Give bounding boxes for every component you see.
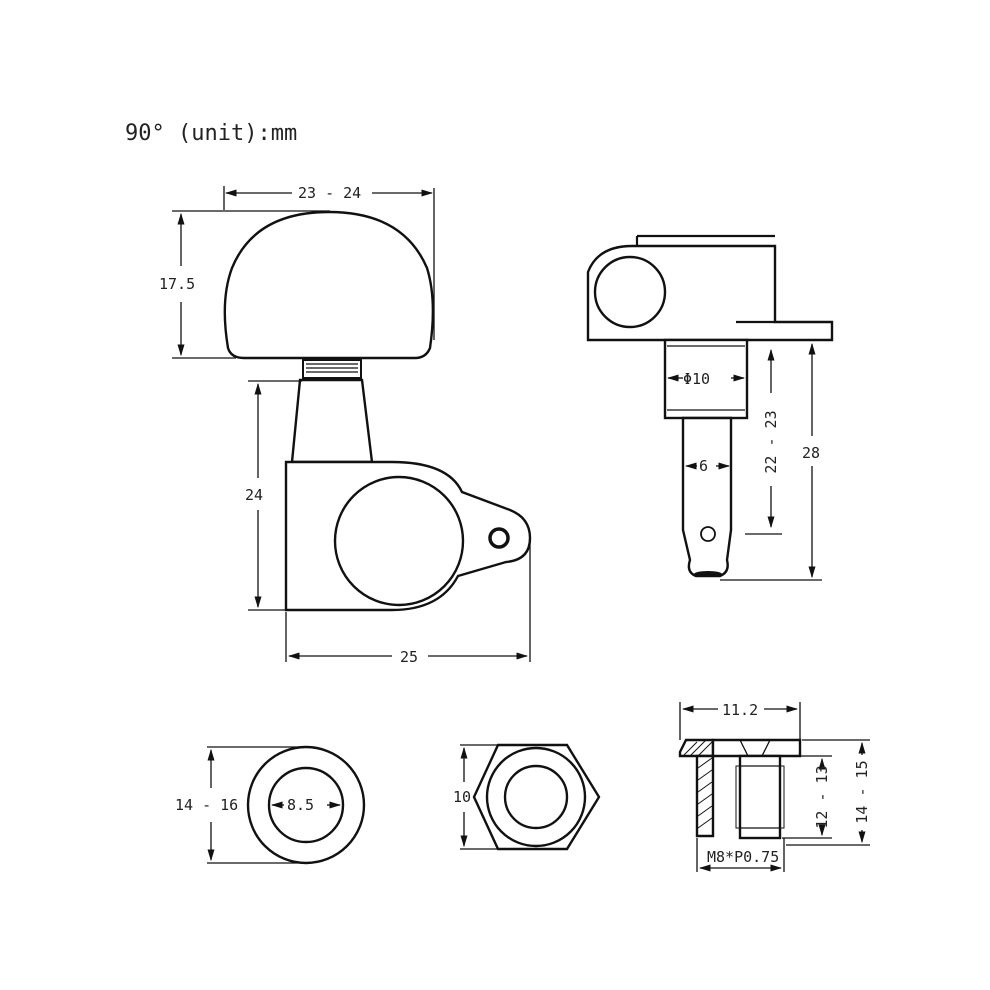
dim-knob-height: 17.5 xyxy=(159,275,195,293)
dim-post-diameter: Φ10 xyxy=(683,370,710,388)
dim-bushing-length-b: 14 - 15 xyxy=(853,760,871,823)
dim-washer-outer: 14 - 16 xyxy=(175,796,238,814)
side-gear-circle xyxy=(593,255,667,329)
gear-cover xyxy=(333,475,465,607)
dim-shaft-diameter: 6 xyxy=(699,457,708,475)
washer-view: 14 - 16 8.5 xyxy=(175,745,366,865)
bushing-body-hatched xyxy=(695,754,715,838)
washer-inner-circle xyxy=(267,766,345,844)
screw-hole xyxy=(488,527,510,549)
tuner-knob xyxy=(223,210,435,360)
bushing-threaded-body xyxy=(738,754,782,840)
dim-thread-spec: M8*P0.75 xyxy=(707,848,779,866)
dim-washer-inner: 8.5 xyxy=(287,796,314,814)
dim-knob-width: 23 - 24 xyxy=(298,184,361,202)
dim-shaft-length: 22 - 23 xyxy=(762,410,780,473)
string-hole xyxy=(700,526,716,542)
dim-bushing-length-a: 12 - 13 xyxy=(813,765,831,828)
hex-nut-view: 10 xyxy=(453,743,601,851)
tuner-shaft xyxy=(290,378,374,464)
side-view: Φ10 6 22 - 23 28 xyxy=(586,234,834,581)
dim-total-length: 28 xyxy=(802,444,820,462)
knob-collar xyxy=(302,359,362,379)
dim-body-height: 24 xyxy=(245,486,263,504)
side-post-bushing xyxy=(663,338,749,420)
dim-body-width: 25 xyxy=(400,648,418,666)
dim-bushing-width: 11.2 xyxy=(722,701,758,719)
dim-nut-size: 10 xyxy=(453,788,471,806)
side-string-post xyxy=(681,416,733,578)
front-view: 23 - 24 17.5 24 25 xyxy=(159,184,532,666)
bushing-section-view: 11.2 12 - 13 14 - 15 M8*P0.75 xyxy=(678,701,871,872)
drawing-title: 90° (unit):mm xyxy=(125,121,297,146)
hex-nut-hole xyxy=(503,764,569,830)
bushing-hex-head xyxy=(711,738,802,758)
